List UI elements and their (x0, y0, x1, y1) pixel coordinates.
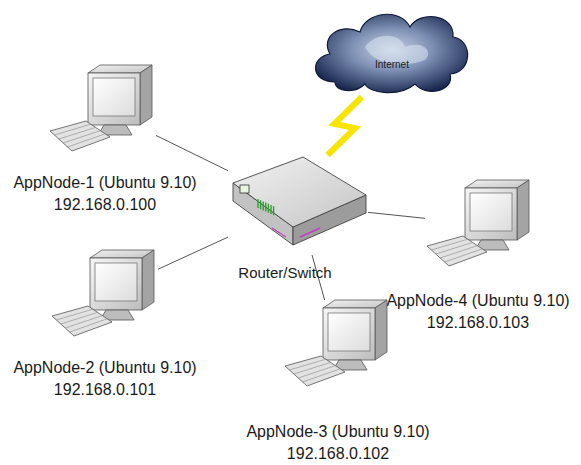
router-node: Router/Switch (228, 155, 368, 255)
router-port (300, 228, 320, 237)
network-cable (368, 212, 425, 218)
node-shape (425, 180, 533, 268)
network-cable (156, 135, 228, 170)
keyboard-keys (298, 366, 335, 378)
monitor-front (323, 308, 375, 360)
ip-address: 192.168.0.102 (188, 443, 488, 465)
node-name: AppNode-3 (Ubuntu 9.10) (188, 421, 488, 443)
keyboard-keys (65, 316, 102, 328)
router-led (270, 205, 271, 214)
node-label: AppNode-3 (Ubuntu 9.10)192.168.0.102 (188, 421, 488, 465)
router-led (260, 200, 261, 209)
node-label: AppNode-2 (Ubuntu 9.10)192.168.0.101 (0, 357, 255, 401)
node-label: Router/Switch (135, 263, 435, 283)
monitor-screen (93, 78, 135, 116)
monitor-side (517, 180, 529, 240)
monitor-side (140, 65, 152, 125)
computer-node: AppNode-3 (Ubuntu 9.10)192.168.0.102 (283, 300, 391, 388)
keyboard-keys (436, 242, 473, 254)
keyboard-keys (431, 239, 467, 250)
router-icon (240, 185, 249, 193)
internet-cloud: Internet (305, 2, 475, 97)
computer-node: AppNode-1 (Ubuntu 9.10)192.168.0.100 (48, 65, 156, 153)
node-name: Internet (242, 59, 542, 71)
router-led (263, 201, 264, 210)
keyboard (285, 356, 345, 386)
router-led (273, 206, 274, 215)
node-name: AppNode-2 (Ubuntu 9.10) (0, 357, 255, 379)
node-shape (50, 250, 158, 338)
node-label: AppNode-1 (Ubuntu 9.10)192.168.0.100 (0, 172, 255, 216)
monitor-screen (470, 193, 512, 231)
node-label: Internet (242, 59, 542, 71)
keyboard-keys (289, 359, 325, 370)
keyboard-keys (61, 312, 98, 324)
keyboard-keys (303, 369, 341, 382)
keyboard-keys (445, 249, 483, 262)
keyboard-keys (68, 134, 106, 147)
ip-address: 192.168.0.100 (0, 194, 255, 216)
computer-node: AppNode-4 (Ubuntu 9.10)192.168.0.103 (425, 180, 533, 268)
monitor-screen (95, 263, 137, 301)
keyboard (52, 306, 112, 336)
monitor-side (375, 300, 387, 360)
cloud-shape (316, 14, 468, 92)
keyboard-keys (70, 319, 108, 332)
node-name: AppNode-1 (Ubuntu 9.10) (0, 172, 255, 194)
keyboard-keys (440, 246, 477, 258)
lightning-link (328, 97, 362, 155)
monitor-side (142, 250, 154, 310)
node-name: Router/Switch (135, 263, 435, 283)
router-led (268, 204, 269, 213)
monitor-front (90, 258, 142, 310)
router-led (257, 199, 258, 208)
node-shape (48, 65, 156, 153)
monitor-front (88, 73, 140, 125)
monitor-front (465, 188, 517, 240)
keyboard-keys (54, 124, 90, 135)
keyboard (50, 121, 110, 151)
monitor-screen (328, 313, 370, 351)
keyboard-keys (63, 131, 100, 143)
keyboard-keys (294, 362, 331, 374)
computer-node: AppNode-2 (Ubuntu 9.10)192.168.0.101 (50, 250, 158, 338)
node-shape (283, 300, 391, 388)
node-shape (305, 2, 475, 97)
router-led (265, 203, 266, 212)
keyboard (427, 236, 487, 266)
ip-address: 192.168.0.101 (0, 379, 255, 401)
keyboard-keys (59, 127, 96, 139)
router-top-face (233, 157, 366, 227)
keyboard-keys (56, 309, 92, 320)
node-shape (228, 155, 368, 255)
router-port (272, 228, 286, 237)
network-cable (158, 237, 228, 269)
